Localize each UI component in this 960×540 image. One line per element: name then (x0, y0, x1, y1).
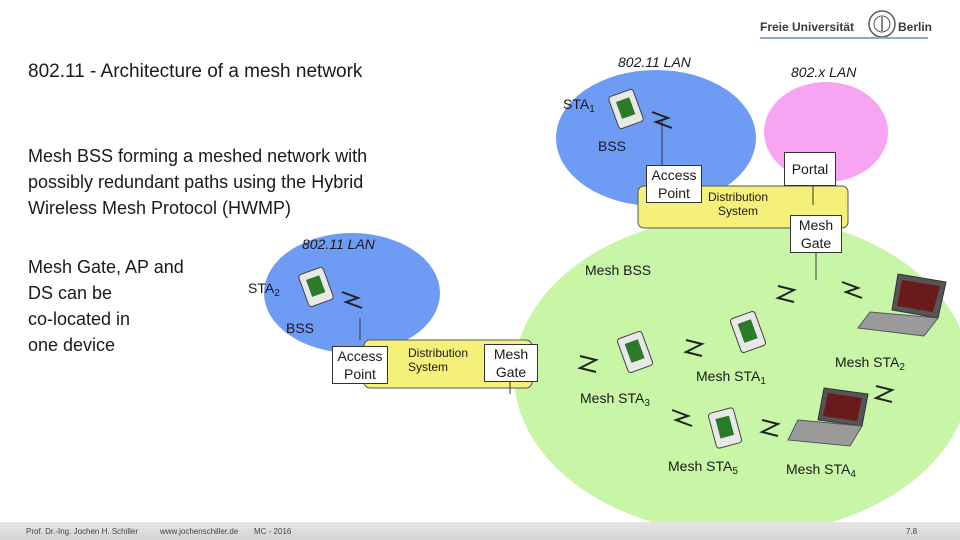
radio-signal-icon (873, 385, 895, 403)
logo-right-text: Berlin (898, 20, 933, 34)
radio-signal-icon (841, 281, 863, 299)
left-bss-area (264, 233, 440, 353)
mesh-sta-label: Mesh STA4 (786, 461, 856, 480)
left-bss-label: BSS (286, 320, 315, 336)
radio-signal-icon (683, 339, 705, 357)
laptop-icon (857, 273, 947, 337)
portal-box: Portal (784, 152, 836, 186)
mesh-sta-label: Mesh STA2 (835, 354, 905, 373)
radio-signal-icon (759, 419, 781, 437)
slide-title: 802.11 - Architecture of a mesh network (28, 61, 363, 82)
top-bss-area (556, 70, 756, 206)
footer-page-number: 7.8 (906, 527, 918, 536)
pda-icon (616, 330, 654, 374)
top-bss-label: BSS (598, 138, 627, 154)
pda-icon (608, 88, 644, 130)
colocated-line: co-located in (28, 309, 131, 329)
radio-signal-icon (651, 111, 673, 129)
radio-signal-icon (577, 355, 599, 373)
colocated-line: DS can be (28, 283, 113, 303)
xlan-label: 802.x LAN (791, 64, 857, 80)
colocated-line: Mesh Gate, AP and (28, 257, 184, 277)
pda-icon (729, 310, 767, 354)
radio-signal-icon (671, 409, 693, 427)
logo-left-text: Freie Universität (760, 20, 855, 34)
laptop-icon (787, 387, 869, 447)
pda-icon (298, 266, 334, 308)
mesh-bss-label: Mesh BSS (585, 262, 652, 278)
seal-icon (868, 10, 896, 38)
network-diagram (264, 70, 960, 522)
radio-signal-icon (341, 291, 363, 309)
footer-course: MC - 2016 (254, 527, 292, 536)
mesh-sta-label: Mesh STA5 (668, 458, 738, 477)
footer-author: Prof. Dr.-Ing. Jochen H. Schiller (26, 527, 139, 536)
colocated-note: Mesh Gate, AP and DS can be co-located i… (28, 254, 228, 358)
mesh-sta-label: Mesh STA3 (580, 390, 650, 409)
radio-signal-icon (775, 285, 797, 303)
footer-website: www.jochenschiller.de (160, 527, 239, 536)
colocated-line: one device (28, 335, 116, 355)
top-lan-label: 802.11 LAN (618, 54, 691, 70)
mesh-sta-label: Mesh STA1 (696, 368, 766, 387)
top-sta-label: STA1 (563, 96, 595, 115)
left-lan-label: 802.11 LAN (302, 236, 375, 252)
description-text: Mesh BSS forming a meshed network with p… (28, 146, 368, 218)
footer-bar: Prof. Dr.-Ing. Jochen H. Schiller www.jo… (0, 522, 960, 540)
pda-icon (707, 407, 743, 449)
logo-underline (760, 37, 928, 39)
radio-signals (341, 111, 895, 437)
university-logo: Freie Universität Berlin (760, 6, 933, 42)
left-sta-label: STA2 (248, 280, 280, 299)
